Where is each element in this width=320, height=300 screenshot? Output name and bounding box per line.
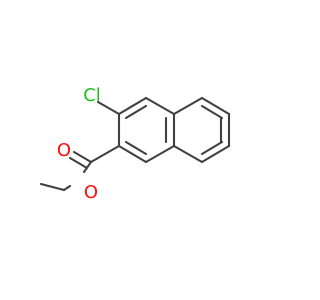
bond-c2-c3	[144, 96, 176, 116]
molecule-diagram: Cl O O	[39, 85, 231, 203]
bond-c-o-single	[82, 160, 93, 174]
bond-c-o-double-2	[68, 156, 89, 170]
bond-c1-c2-double	[124, 104, 148, 120]
chlorine-label: Cl	[83, 85, 101, 106]
bond-c-ester	[89, 144, 121, 164]
structure-canvas: Cl O O	[39, 85, 231, 203]
bond-c1-c2	[117, 96, 148, 116]
bond-c10-c11	[200, 144, 231, 164]
bond-c-o-double-1	[72, 150, 93, 164]
bond-c7-c8	[172, 96, 204, 116]
bond-c-cl	[96, 100, 121, 116]
bond-c5-c6-double	[124, 140, 148, 156]
carbonyl-oxygen-label: O	[57, 140, 71, 161]
bond-c5-c6	[117, 144, 148, 164]
bond-c8-c9-double	[200, 104, 224, 120]
ester-oxygen-label: O	[84, 182, 98, 203]
bond-c4-c5	[144, 144, 176, 164]
bond-c11-c4	[172, 144, 204, 164]
bond-methyl	[39, 182, 66, 192]
bond-o-ch3	[62, 184, 72, 192]
bond-c8-c9	[200, 96, 231, 116]
bond-c10-c11-double	[200, 140, 224, 156]
